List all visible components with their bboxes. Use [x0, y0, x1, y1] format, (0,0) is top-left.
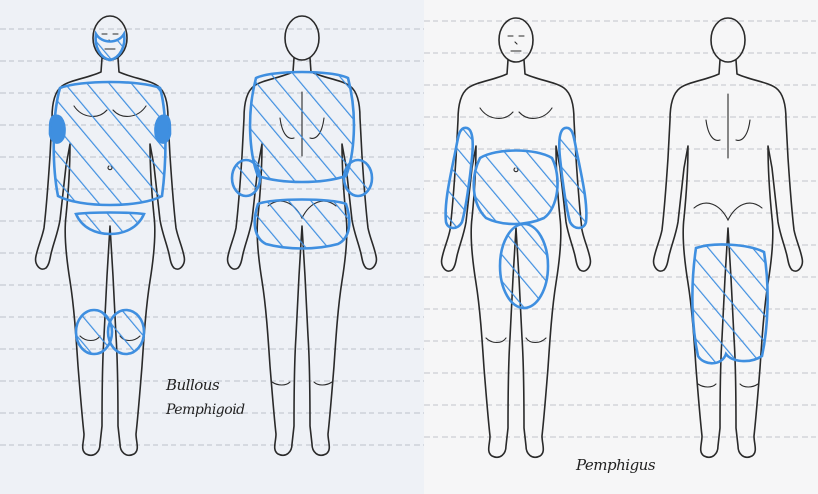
affected-upper-back [250, 72, 354, 182]
affected-right-arm [559, 128, 586, 228]
left-panel-bullous-pemphigoid: Bullous Pemphigoid [0, 0, 424, 494]
affected-chest-abdomen [54, 82, 166, 205]
figure-back-pemphigus [638, 8, 818, 478]
affected-regions [50, 34, 170, 354]
affected-groin [76, 213, 144, 235]
affected-right-axilla [155, 116, 170, 143]
annotation-pemphigoid: Pemphigoid [166, 402, 245, 418]
affected-right-elbow [344, 160, 372, 196]
affected-regions [232, 72, 372, 249]
annotation-pemphigus: Pemphigus [576, 456, 655, 474]
affected-posterior-thigh [692, 245, 767, 364]
affected-regions [692, 245, 767, 364]
affected-left-arm [446, 128, 473, 228]
right-panel-pemphigus: Pemphigus [424, 0, 818, 494]
affected-thigh [500, 224, 548, 308]
figure-front-pemphigus [416, 8, 616, 478]
affected-left-elbow [232, 160, 260, 196]
annotation-bullous: Bullous [166, 376, 219, 394]
affected-abdomen [474, 151, 558, 225]
affected-left-knee [76, 310, 112, 354]
affected-buttocks [255, 200, 350, 249]
affected-left-axilla [50, 116, 65, 143]
affected-right-knee [108, 310, 144, 354]
